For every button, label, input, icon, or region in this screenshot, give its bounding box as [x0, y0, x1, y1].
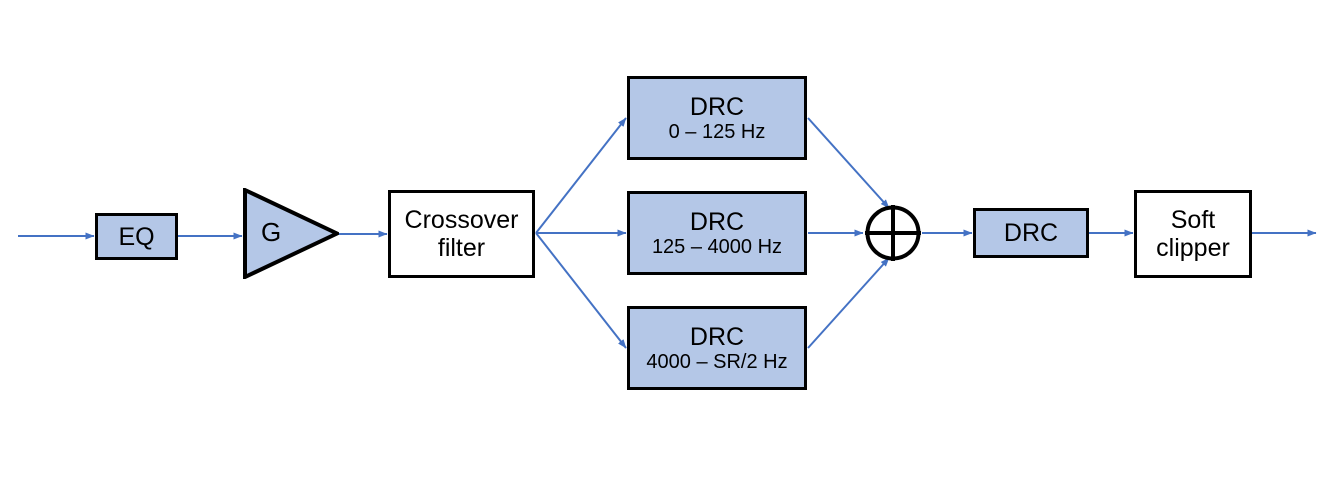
block-crossover-label-line1: Crossover [404, 206, 519, 234]
block-drc-mid-band[interactable]: DRC 125 – 4000 Hz [627, 191, 807, 275]
block-eq[interactable]: EQ [95, 213, 178, 260]
block-crossover-label-line2: filter [437, 234, 486, 262]
block-soft-clipper-label-line1: Soft [1170, 206, 1216, 234]
wire-drc-high-to-summer [807, 257, 890, 349]
block-drc-mid-range: 125 – 4000 Hz [651, 235, 783, 258]
block-drc-final-label: DRC [1003, 219, 1059, 247]
block-drc-final[interactable]: DRC [973, 208, 1089, 258]
wire-drc-low-to-summer [807, 117, 890, 209]
block-gain-amplifier[interactable]: G [243, 188, 339, 279]
block-eq-label: EQ [118, 222, 155, 251]
block-drc-high-range: 4000 – SR/2 Hz [646, 350, 788, 373]
block-drc-low-range: 0 – 125 Hz [668, 120, 766, 143]
block-drc-low-title: DRC [689, 92, 745, 121]
block-drc-high-band[interactable]: DRC 4000 – SR/2 Hz [627, 306, 807, 390]
block-soft-clipper[interactable]: Soft clipper [1134, 190, 1252, 278]
block-crossover-filter[interactable]: Crossover filter [388, 190, 535, 278]
block-drc-low-band[interactable]: DRC 0 – 125 Hz [627, 76, 807, 160]
triangle-icon [243, 188, 339, 279]
block-drc-mid-title: DRC [689, 207, 745, 236]
block-drc-high-title: DRC [689, 322, 745, 351]
wire-crossover-to-drc-low [535, 117, 627, 234]
block-gain-label: G [261, 217, 282, 247]
block-soft-clipper-label-line2: clipper [1156, 234, 1230, 262]
block-summing-junction[interactable] [864, 204, 922, 262]
wire-crossover-to-drc-high [535, 232, 627, 349]
summation-circle-icon [865, 205, 921, 261]
